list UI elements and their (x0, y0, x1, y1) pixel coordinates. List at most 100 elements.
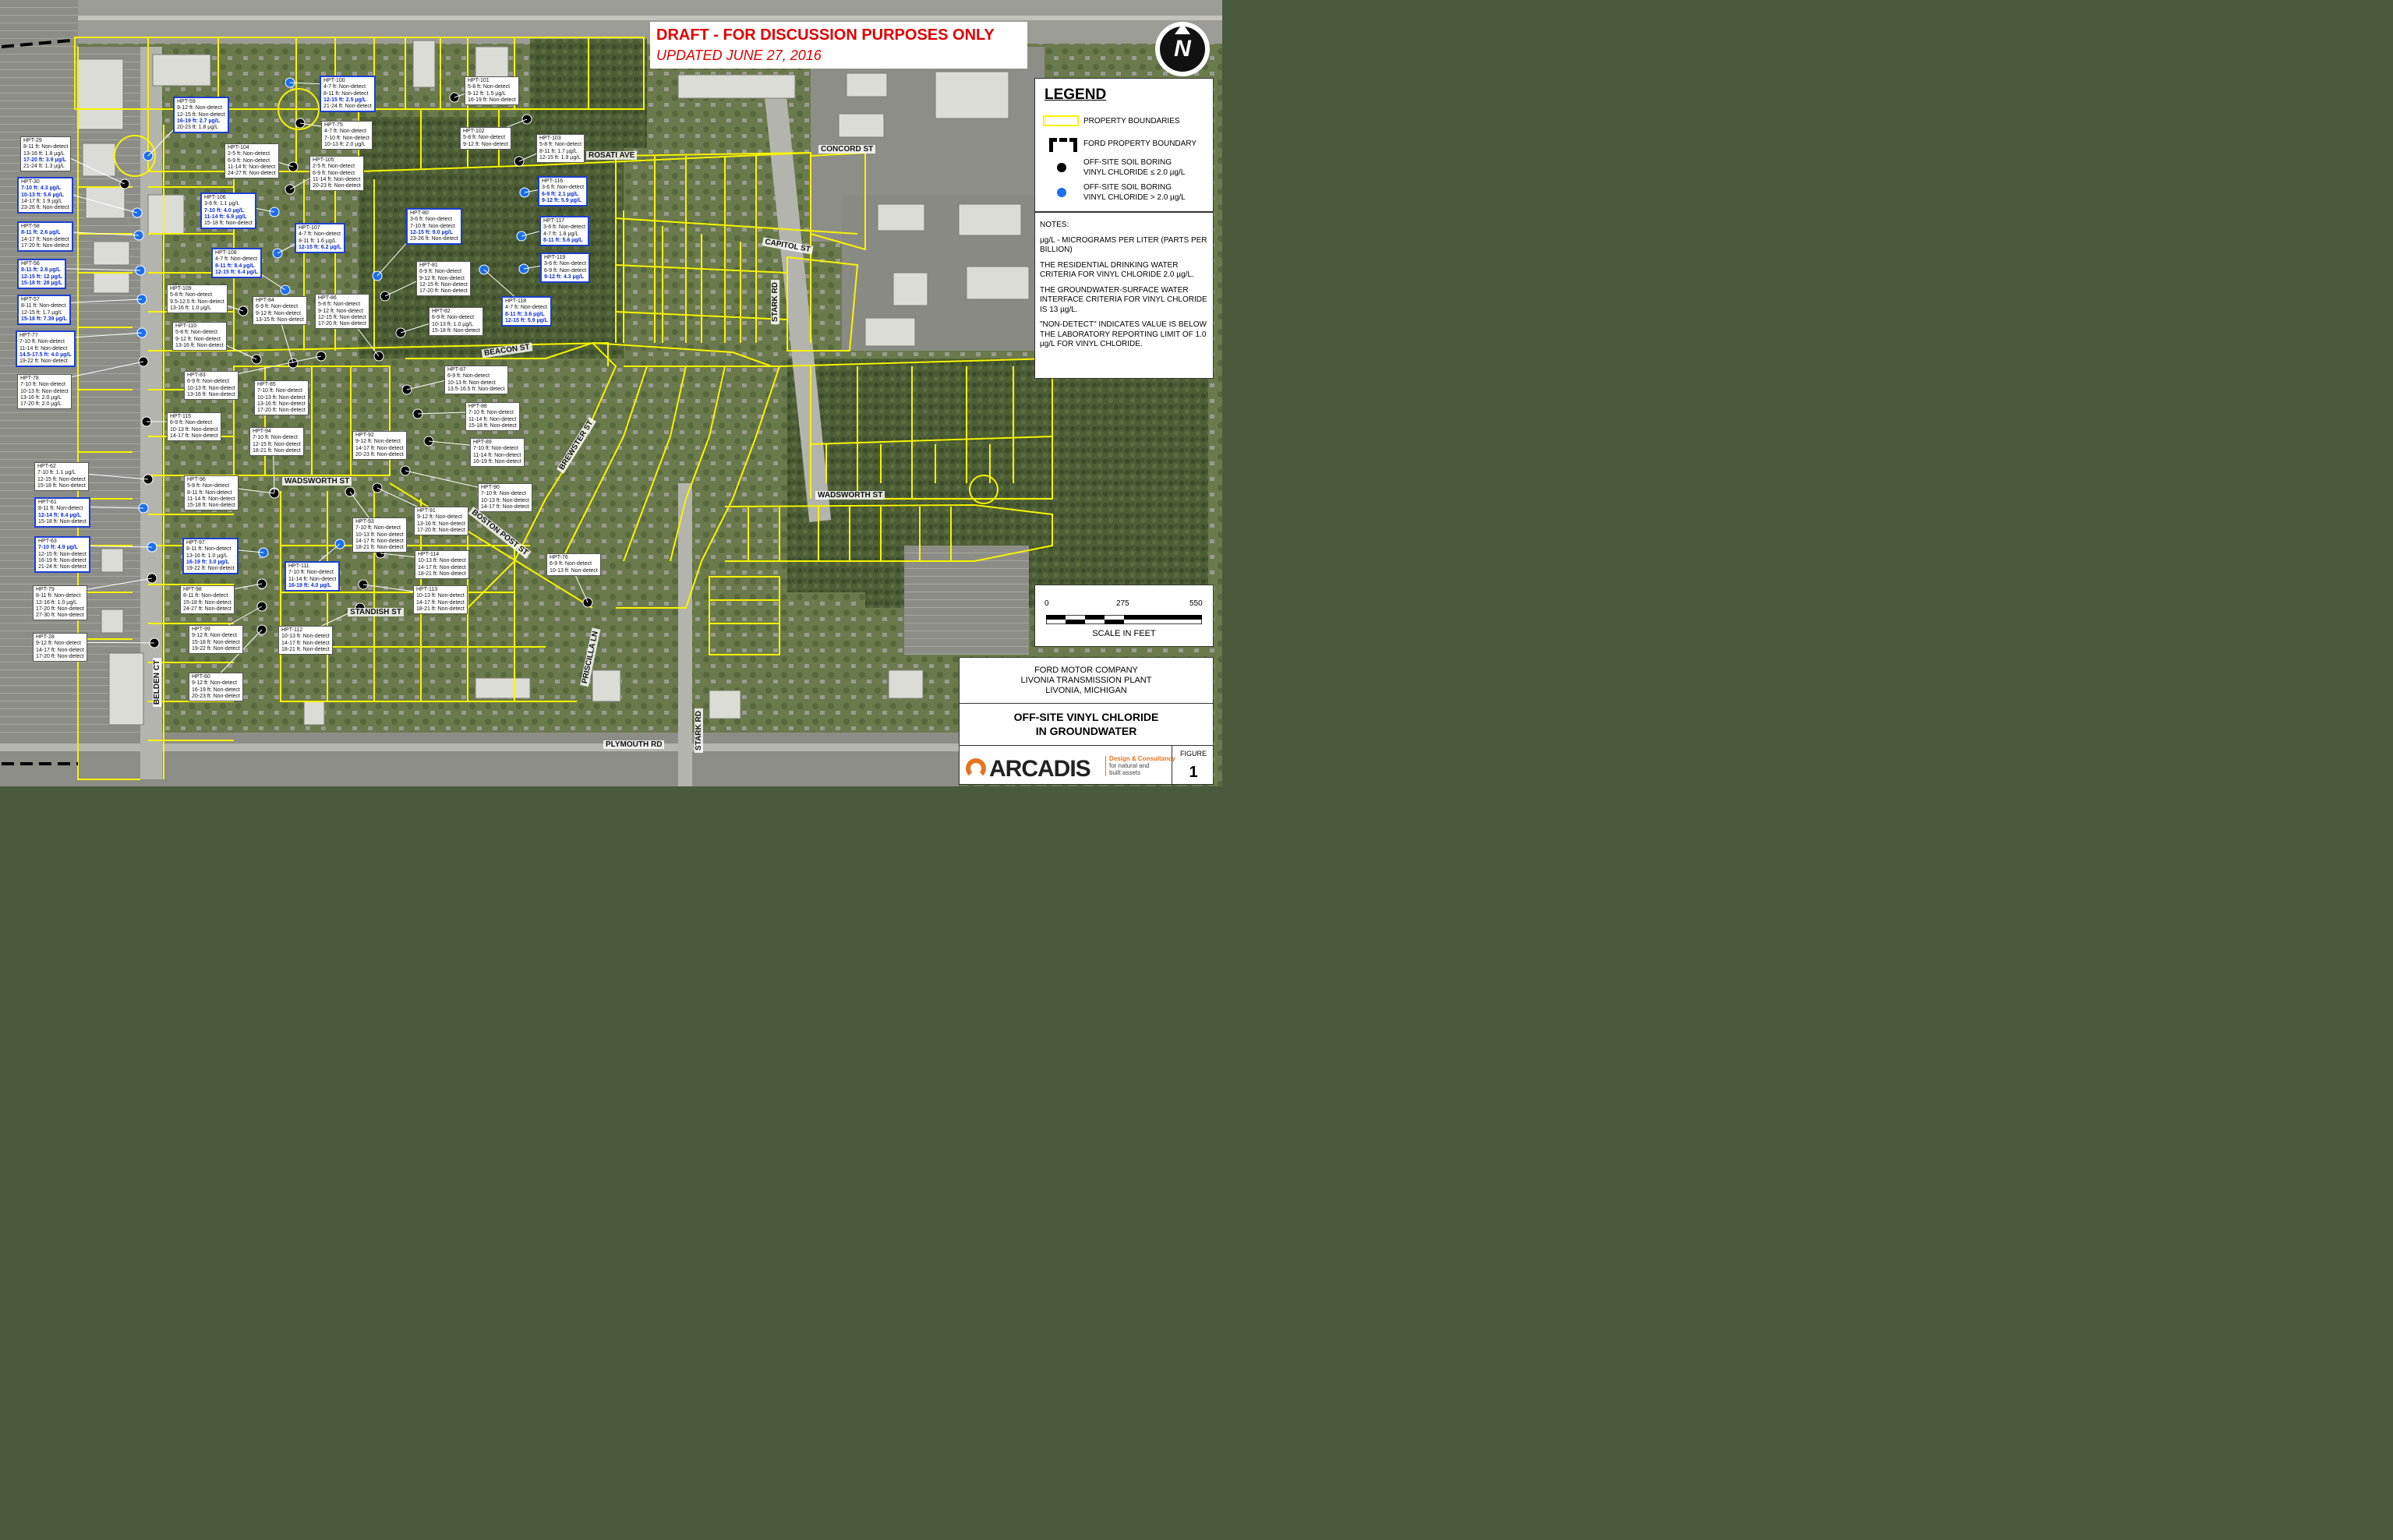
boring-result: 24-27 ft: Non-detect (183, 606, 232, 612)
boring-result: 7-10 ft: Non-detect (324, 135, 369, 141)
north-arrow-letter: N (1174, 36, 1191, 62)
boring-result: 8-11 ft: 1.6 µg/L (299, 238, 337, 244)
boring-result: 8-11 ft: 2.8 µg/L (21, 267, 61, 274)
boring-id: HPT-78 (20, 376, 39, 381)
boring-result: 23-26 ft: Non-detect (21, 205, 69, 210)
boring-id: HPT-80 (410, 210, 429, 216)
boring-result: 9-12 ft: 1.5 µg/L (468, 90, 507, 97)
boring-result: 8-11 ft: 3.6 µg/L (505, 311, 545, 317)
boring-id: HPT-108 (215, 250, 237, 256)
boring-result: 5-8 ft: Non-detect (539, 142, 582, 148)
boring-id: HPT-61 (38, 500, 57, 505)
boring-result: 15-18 ft: 7.39 µg/L (21, 316, 67, 322)
boring-result: 6-9 ft: Non-detect (187, 379, 230, 385)
boring-result: 3-6 ft: 1.1 µg/L (204, 201, 240, 207)
boring-result: 16-19 ft: 2.7 µg/L (177, 118, 220, 124)
arcadis-mark-icon (966, 758, 986, 779)
boring-id: HPT-115 (170, 414, 192, 419)
boring-id: HPT-112 (281, 627, 303, 633)
note-1: µg/L - MICROGRAMS PER LITER (PARTS PER B… (1040, 235, 1207, 255)
boring-result: 3-6 ft: Non-detect (410, 217, 453, 223)
boring-id: HPT-86 (318, 295, 337, 301)
boring-result: 3-6 ft: Non-detect (544, 261, 587, 267)
boring-result: 13-16 ft: Non-detect (175, 342, 224, 348)
divider (960, 703, 1213, 704)
divider (960, 745, 1213, 746)
boring-result: 13.5-16.5 ft: Non-detect (447, 386, 505, 392)
notes-panel: NOTES: µg/L - MICROGRAMS PER LITER (PART… (1034, 212, 1214, 379)
north-arrow-icon: N (1155, 22, 1210, 76)
black-dot-icon (1057, 163, 1066, 172)
boring-id: HPT-79 (36, 587, 55, 592)
boring-result: 17-20 ft: Non-detect (36, 606, 84, 612)
boring-result: 16-19 ft: Non-detect (192, 687, 240, 693)
boring-result: 14.5-17.5 ft: 4.0 µg/L (19, 351, 72, 358)
scale-tick-550: 550 (1189, 599, 1203, 608)
boring-result: 4-7 ft: Non-detect (215, 256, 258, 263)
boring-result: 4-7 ft: 1.8 µg/L (543, 231, 579, 237)
boring-result: 11-14 ft: Non-detect (228, 164, 276, 170)
street-label-stark-south: STARK RD (694, 708, 703, 753)
boring-result: 12-16 ft: 1.0 µg/L (36, 599, 78, 606)
boring-result: 3-6 ft: Non-detect (543, 224, 586, 231)
boring-result: 7-10 ft: Non-detect (410, 223, 455, 229)
boring-result: 10-13 ft: Non-detect (481, 497, 529, 503)
boring-id: HPT-30 (21, 179, 40, 185)
boring-result: 20-23 ft: Non-detect (192, 693, 240, 699)
figure-title-line-2: IN GROUNDWATER (1035, 724, 1137, 737)
boring-result: 11-14 ft: Non-detect (19, 345, 68, 351)
scale-bar-graphic (1046, 615, 1202, 624)
arcadis-tagline: Design & Consultancy for natural and bui… (1105, 755, 1175, 777)
boring-result: 16-19 ft: Non-detect (468, 97, 516, 103)
title-block-client: FORD MOTOR COMPANY LIVONIA TRANSMISSION … (960, 666, 1213, 697)
boring-result: 21-24 ft: 1.3 µg/L (23, 164, 65, 169)
boring-result: 10-13 ft: Non-detect (550, 567, 598, 574)
draft-banner: DRAFT - FOR DISCUSSION PURPOSES ONLY UPD… (650, 22, 1027, 69)
boring-result: 10-13 ft: 5.6 µg/L (21, 192, 64, 198)
boring-id: HPT-59 (177, 99, 196, 104)
boring-result: 10-13 ft: Non-detect (355, 532, 404, 538)
boring-result: 13-16 ft: Non-detect (417, 521, 465, 527)
boring-id: HPT-75 (324, 122, 343, 128)
boring-id: HPT-104 (228, 145, 249, 150)
boring-id: HPT-82 (432, 309, 451, 314)
boring-result: 15-18 ft: Non-detect (204, 221, 253, 226)
boring-result: 7-10 ft: Non-detect (355, 525, 401, 532)
boring-result: 13-16 ft: Non-detect (187, 391, 235, 397)
boring-result: 11-14 ft: Non-detect (288, 576, 337, 582)
boring-result: 19-22 ft: Non-detect (19, 359, 68, 364)
boring-result: 7-10 ft: 4.0 µg/L (204, 207, 245, 214)
street-label-wadsworth-west: WADSWORTH ST (282, 477, 352, 486)
boring-result: 21-24 ft: Non-detect (38, 564, 87, 570)
boring-id: HPT-101 (468, 78, 490, 83)
boring-result: 20-23 ft: Non-detect (313, 183, 361, 189)
boring-id: HPT-97 (186, 540, 205, 546)
boring-result: 9-12 ft: Non-detect (175, 336, 221, 342)
boring-result: 14-17 ft: Non-detect (418, 564, 466, 570)
boring-result: 13-16 ft: 1.0 µg/L (186, 553, 228, 559)
boring-result: 17-20 ft: Non-detect (257, 408, 306, 413)
boring-result: 13-16 ft: 2.0 µg/L (20, 394, 62, 401)
boring-id: HPT-106 (204, 195, 226, 200)
boring-result: 15-18 ft: Non-detect (187, 503, 235, 508)
boring-result: 8-11 ft: Non-detect (36, 593, 81, 599)
boring-id: HPT-118 (505, 298, 527, 304)
boring-id: HPT-110 (175, 323, 197, 329)
boring-result: 11-14 ft: Non-detect (468, 416, 517, 422)
